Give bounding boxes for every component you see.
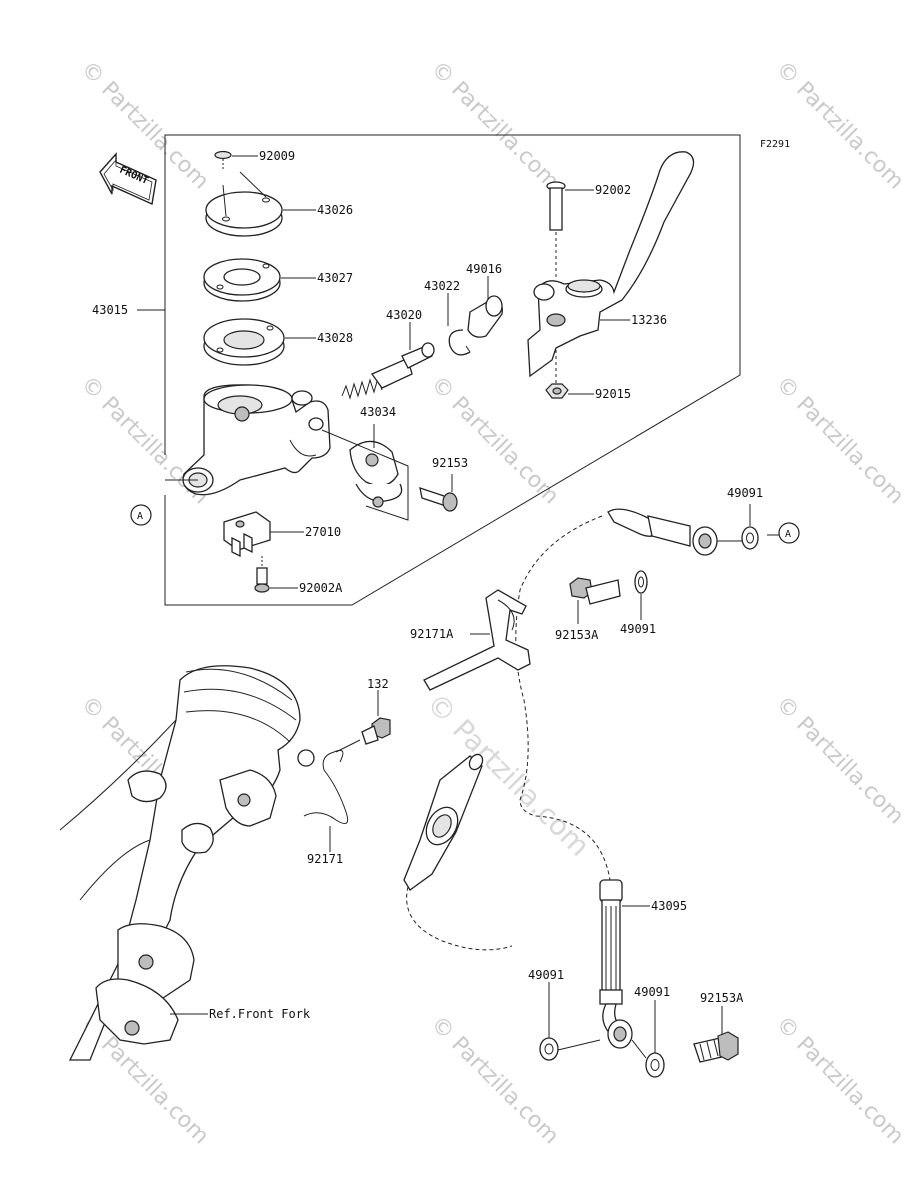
watermark: © Partzilla.com <box>771 372 909 510</box>
pivot-bolt-92002 <box>546 181 566 280</box>
label-132: 132 <box>367 677 389 691</box>
watermark: © Partzilla.com <box>771 57 909 195</box>
watermark: © Partzilla.com <box>426 57 564 195</box>
figure-code: F2291 <box>760 139 790 150</box>
front-arrow-icon: FRONT <box>99 152 157 206</box>
label-43026: 43026 <box>317 203 353 217</box>
label-13236: 13236 <box>631 313 667 327</box>
label-43034: 43034 <box>360 405 396 419</box>
label-49016: 49016 <box>466 262 502 276</box>
guide-92171 <box>297 739 361 825</box>
front-fork <box>59 665 301 1061</box>
watermark: © Partzilla.com <box>426 1012 564 1150</box>
label-92171: 92171 <box>307 852 343 866</box>
label-92015: 92015 <box>595 387 631 401</box>
bracket-92171A <box>423 589 531 691</box>
hose-routing-line <box>406 879 513 951</box>
washer-49091-d <box>645 1052 665 1078</box>
watermark: © Partzilla.com <box>426 372 564 510</box>
switch-27010 <box>223 511 271 558</box>
label-92002: 92002 <box>595 183 631 197</box>
label-92009: 92009 <box>259 149 295 163</box>
label-49091-b: 49091 <box>620 622 656 636</box>
brake-hose-path <box>515 515 613 901</box>
label-92171A: 92171A <box>410 627 454 641</box>
bolt-92153A-a <box>569 577 621 605</box>
label-43022: 43022 <box>424 279 460 293</box>
label-ref-front-fork: Ref.Front Fork <box>209 1007 311 1021</box>
cap-43026 <box>205 171 283 237</box>
bolt-92153A-b <box>693 1031 739 1063</box>
assembly-outline <box>164 134 741 606</box>
boot-49016 <box>467 295 503 338</box>
label-92153A-b: 92153A <box>700 991 744 1005</box>
plate-43027 <box>203 258 281 302</box>
nut-92015 <box>545 350 569 399</box>
label-49091-a: 49091 <box>727 486 763 500</box>
lower-hose-43095 <box>599 879 633 1049</box>
bolt-132 <box>361 717 391 745</box>
label-43028: 43028 <box>317 331 353 345</box>
watermark: © Partzilla.com <box>771 1012 909 1150</box>
bolt-92153 <box>419 487 458 512</box>
label-43020: 43020 <box>386 308 422 322</box>
label-49091-c: 49091 <box>528 968 564 982</box>
hose-grommet <box>403 753 484 891</box>
master-cylinder-body <box>182 384 331 496</box>
label-43095: 43095 <box>651 899 687 913</box>
ref-circle-a-right-label: A <box>785 529 791 540</box>
label-27010: 27010 <box>305 525 341 539</box>
label-92153A-a: 92153A <box>555 628 599 642</box>
label-49091-d: 49091 <box>634 985 670 999</box>
label-43015: 43015 <box>92 303 128 317</box>
screw-92009 <box>214 150 232 170</box>
diaphragm-43028 <box>203 318 285 366</box>
label-92002A: 92002A <box>299 581 343 595</box>
upper-hose-fitting <box>607 508 718 556</box>
circlip-43022 <box>448 329 471 356</box>
ref-circle-a-left-label: A <box>137 511 143 522</box>
ref-circle-a-right: A <box>778 522 800 544</box>
screw-92002A <box>254 556 270 593</box>
label-92153: 92153 <box>432 456 468 470</box>
label-43027: 43027 <box>317 271 353 285</box>
clamp-43034 <box>349 440 403 508</box>
washer-49091-c <box>539 1037 559 1061</box>
spring-piston-43020 <box>341 342 435 400</box>
washer-49091-b <box>634 570 648 594</box>
washer-49091-a <box>741 526 759 550</box>
watermark: © Partzilla.com <box>771 692 909 830</box>
lever-13236 <box>527 151 695 378</box>
ref-circle-a-left: A <box>130 504 152 526</box>
